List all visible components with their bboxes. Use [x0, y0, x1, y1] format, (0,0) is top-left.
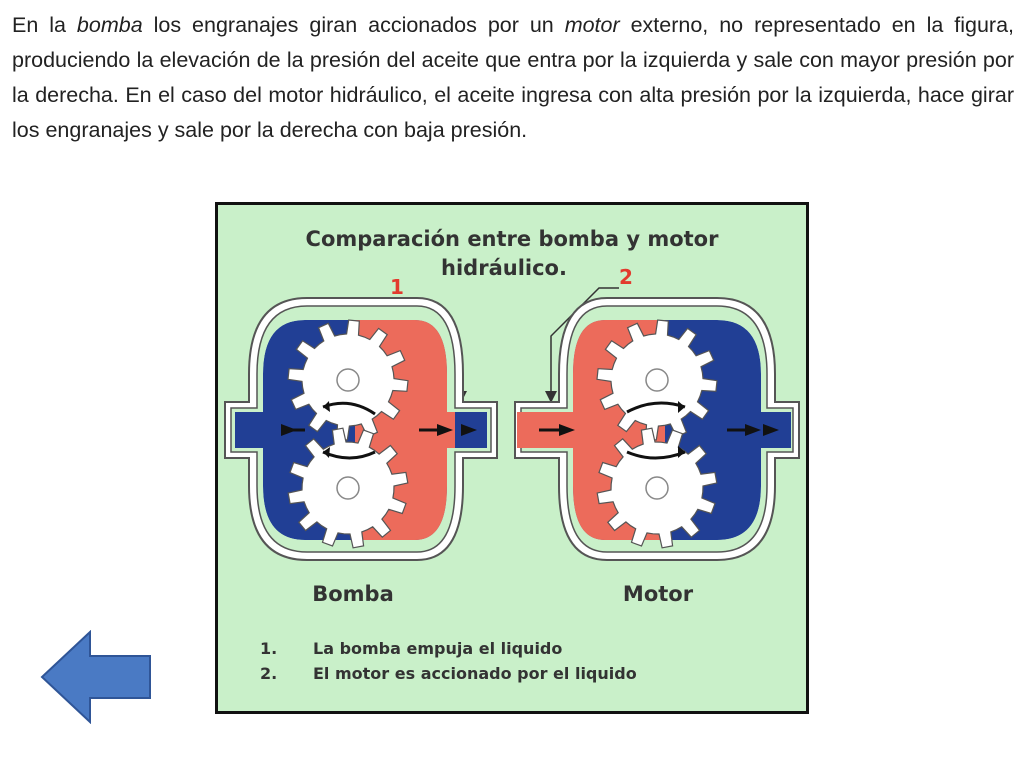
motor-gear-bottom-icon — [596, 427, 718, 549]
label-pump: Bomba — [312, 582, 394, 606]
back-arrow-shape — [40, 630, 151, 724]
legend: 1. La bomba empuja el liquido 2. El moto… — [260, 639, 637, 683]
diagram-title-line1: Comparación entre bomba y motor — [306, 227, 720, 251]
marker-1: 1 — [390, 275, 404, 299]
pump-motor-diagram: Comparación entre bomba y motor hidráuli… — [215, 202, 809, 714]
legend-number-2: 2. — [260, 664, 277, 683]
motor-flow-arrows — [539, 424, 779, 436]
pump-assembly — [224, 297, 498, 561]
intro-paragraph: En la bomba los engranajes giran acciona… — [12, 8, 1014, 148]
left-arrow-icon[interactable] — [40, 630, 154, 724]
intro-run: los engranajes giran accionados por un — [142, 13, 565, 37]
pump-gear-top-icon — [287, 319, 409, 441]
legend-text-2: El motor es accionado por el liquido — [313, 664, 637, 683]
gear-hub — [645, 368, 669, 392]
pump-flow-arrows — [281, 424, 477, 436]
pump-gear-bottom-icon — [287, 427, 409, 549]
legend-text-1: La bomba empuja el liquido — [313, 639, 562, 658]
gear-hub — [336, 368, 360, 392]
diagram-title-line2: hidráulico. — [441, 256, 567, 280]
intro-run: bomba — [76, 13, 143, 37]
intro-run: En la — [12, 13, 77, 37]
intro-run: externo, no representado en la figura, p… — [12, 13, 1014, 142]
label-motor: Motor — [623, 582, 694, 606]
intro-run: motor — [564, 13, 620, 37]
legend-number-1: 1. — [260, 639, 277, 658]
gear-hub — [336, 476, 360, 500]
motor-gear-top-icon — [596, 319, 718, 441]
marker-2: 2 — [619, 265, 633, 289]
gear-hub — [645, 476, 669, 500]
